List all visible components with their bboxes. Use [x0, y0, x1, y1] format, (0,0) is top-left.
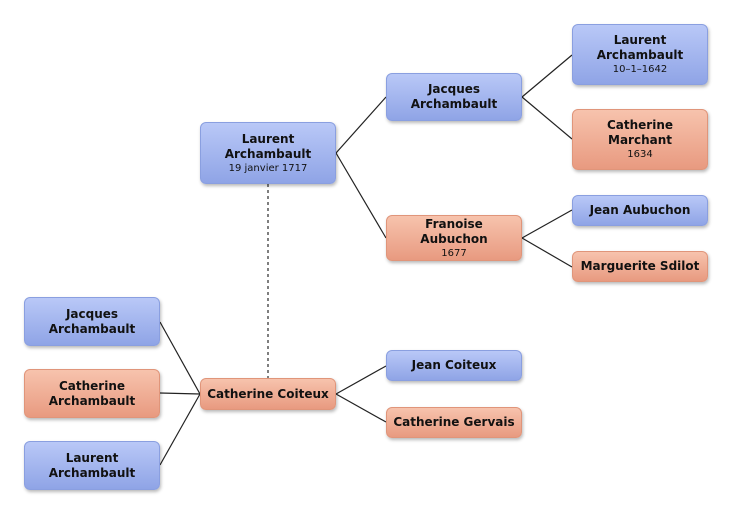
- connector-laurent-francoise: [335, 152, 387, 239]
- person-name: Jacques Archambault: [410, 82, 498, 111]
- person-node-marguerite-sdilot[interactable]: Marguerite Sdilot: [572, 251, 708, 282]
- person-node-catherine-gervais[interactable]: Catherine Gervais: [386, 407, 522, 438]
- person-name: Jean Coiteux: [411, 358, 497, 372]
- person-name: Laurent Archambault: [48, 450, 136, 480]
- person-node-jean-coiteux[interactable]: Jean Coiteux: [386, 350, 522, 381]
- person-node-laurent-archambault-grandfather[interactable]: Laurent Archambault 10–1–1642: [572, 24, 708, 85]
- person-node-jacques-archambault-father[interactable]: Jacques Archambault: [386, 73, 522, 121]
- connector-child-laurent: [159, 393, 201, 466]
- person-date: 1677: [441, 247, 467, 259]
- connector-child-catherine: [159, 392, 201, 395]
- person-date: 19 janvier 1717: [228, 162, 308, 174]
- connector-child-jacques: [159, 321, 201, 395]
- person-name: Franoise Aubuchon: [420, 216, 488, 246]
- person-name: Catherine Gervais: [393, 415, 515, 429]
- person-name: Catherine Coiteux: [207, 386, 329, 401]
- connector-jacques-laurent-gf: [521, 54, 573, 98]
- person-node-jean-aubuchon[interactable]: Jean Aubuchon: [572, 195, 708, 226]
- person-name: Laurent Archambault: [596, 33, 684, 62]
- person-node-catherine-archambault-child[interactable]: Catherine Archambault: [24, 369, 160, 418]
- connector-laurent-jacques: [335, 96, 387, 154]
- person-name: Jean Aubuchon: [589, 203, 691, 217]
- person-node-francoise-aubuchon[interactable]: Franoise Aubuchon 1677: [386, 215, 522, 261]
- person-name: Catherine Marchant: [606, 118, 674, 147]
- person-node-jacques-archambault-child[interactable]: Jacques Archambault: [24, 297, 160, 346]
- person-name: Marguerite Sdilot: [580, 259, 700, 273]
- connector-francoise-jean-aubuchon: [521, 209, 573, 239]
- connector-coiteux-catherine-gervais: [335, 393, 387, 423]
- person-node-catherine-coiteux[interactable]: Catherine Coiteux: [200, 378, 336, 410]
- person-node-catherine-marchant[interactable]: Catherine Marchant 1634: [572, 109, 708, 170]
- person-name: Laurent Archambault: [224, 131, 312, 161]
- person-date: 10–1–1642: [612, 64, 668, 75]
- connector-coiteux-jean-coiteux: [335, 365, 387, 395]
- person-name: Catherine Archambault: [48, 378, 136, 408]
- person-name: Jacques Archambault: [48, 306, 136, 336]
- person-node-laurent-archambault-root[interactable]: Laurent Archambault 19 janvier 1717: [200, 122, 336, 184]
- connector-jacques-catherine-marchant: [521, 96, 573, 140]
- person-date: 1634: [627, 149, 653, 160]
- person-node-laurent-archambault-child[interactable]: Laurent Archambault: [24, 441, 160, 490]
- connector-francoise-marguerite: [521, 237, 573, 268]
